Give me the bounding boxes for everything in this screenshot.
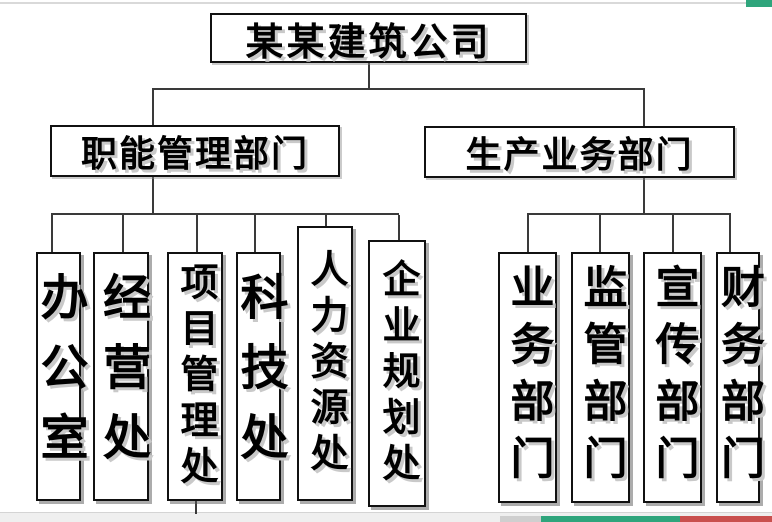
leaf-label: 经营处 — [95, 271, 148, 482]
root-label: 某某建筑公司 — [245, 21, 492, 64]
connector-line — [122, 215, 124, 252]
top-divider — [0, 2, 772, 4]
bottom-bar-red-segment — [680, 516, 772, 522]
connector-stub — [195, 501, 197, 514]
leaf-node-supervision-department: 监管部门 — [571, 252, 630, 503]
leaf-label: 人力资源处 — [304, 248, 346, 479]
connector-left-rail — [51, 213, 399, 215]
leaf-node-finance-department: 财务部门 — [714, 252, 763, 503]
leaf-node-publicity-department: 宣传部门 — [643, 252, 702, 503]
connector-branch-rail — [152, 88, 645, 90]
connector-line — [643, 178, 645, 213]
bottom-bar-teal-segment — [541, 516, 680, 522]
connector-line — [51, 215, 53, 252]
leaf-label: 宣传部门 — [648, 263, 698, 492]
connector-line — [729, 215, 731, 252]
leaf-node-project-management-office: 项目管理处 — [167, 252, 223, 501]
top-accent-bar — [746, 0, 772, 7]
leaf-node-business-department: 业务部门 — [498, 252, 557, 503]
leaf-label: 办公室 — [32, 271, 86, 482]
branch-label: 生产业务部门 — [465, 135, 694, 175]
leaf-label: 财务部门 — [714, 263, 763, 492]
bottom-band — [0, 513, 772, 522]
leaf-label: 科技处 — [232, 271, 286, 482]
connector-line — [196, 215, 198, 252]
bottom-bar-gray-segment — [500, 516, 541, 522]
connector-root-drop — [368, 63, 370, 89]
leaf-label: 业务部门 — [503, 263, 553, 492]
branch-node-production-business: 生产业务部门 — [424, 126, 735, 178]
connector-line — [672, 215, 674, 252]
leaf-label: 项目管理处 — [174, 261, 216, 492]
leaf-node-operations-office: 经营处 — [93, 252, 149, 501]
leaf-node-enterprise-planning-office: 企业规划处 — [368, 240, 426, 507]
bottom-divider — [0, 512, 772, 513]
connector-line — [152, 90, 154, 125]
connector-line — [398, 215, 400, 240]
branch-node-functional-management: 职能管理部门 — [50, 125, 340, 177]
connector-line — [152, 177, 154, 213]
connector-line — [599, 215, 601, 252]
connector-line — [643, 90, 645, 127]
connector-line — [527, 215, 529, 252]
branch-label: 职能管理部门 — [80, 134, 309, 174]
root-node: 某某建筑公司 — [210, 13, 527, 64]
leaf-label: 监管部门 — [576, 263, 626, 492]
leaf-label: 企业规划处 — [376, 258, 418, 489]
leaf-node-science-tech-office: 科技处 — [232, 252, 286, 501]
connector-line — [254, 215, 256, 252]
connector-right-rail — [527, 213, 731, 215]
leaf-node-human-resources-office: 人力资源处 — [297, 226, 353, 501]
leaf-node-office: 办公室 — [32, 252, 86, 501]
connector-line — [325, 215, 327, 226]
